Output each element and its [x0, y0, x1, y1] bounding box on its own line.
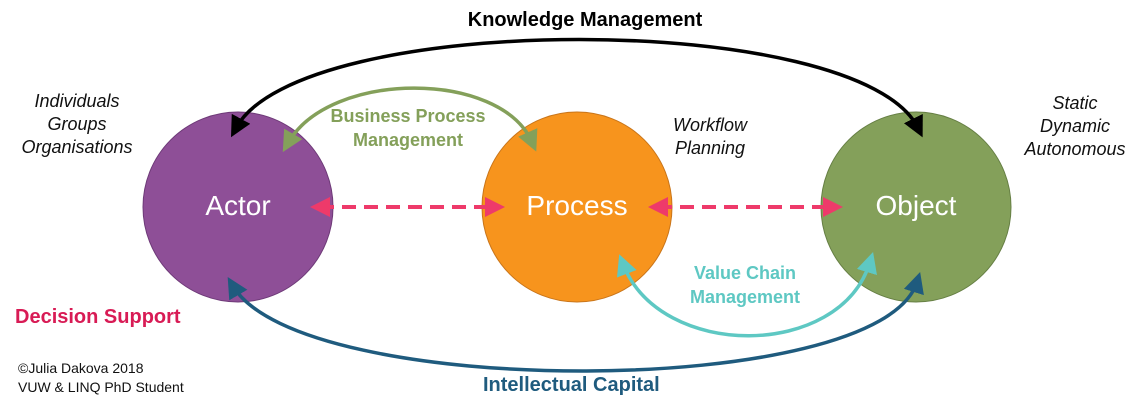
bpm-line: Management [352, 130, 464, 150]
object-label: Object [875, 190, 957, 221]
credit-line: ©Julia Dakova 2018 [18, 360, 144, 376]
object-note: Autonomous [1024, 139, 1126, 159]
process-note: Workflow [672, 115, 747, 135]
process-label: Process [526, 190, 628, 221]
credit: ©Julia Dakova 2018 VUW & LINQ PhD Studen… [18, 359, 184, 397]
intellectual-capital-arrow [227, 271, 924, 373]
vcm-line: Management [689, 287, 801, 307]
intellectual-capital-label: Intellectual Capital [483, 374, 660, 396]
title: Knowledge Management [467, 9, 703, 31]
knowledge-management-arrow [230, 37, 923, 138]
object-notes: Static Dynamic Autonomous [1015, 92, 1135, 161]
actor-label: Actor [205, 190, 271, 221]
bpm-arrow [282, 86, 538, 153]
bpm-line: Business Process [330, 106, 486, 126]
actor-note: Organisations [21, 137, 133, 157]
actor-note: Groups [47, 114, 107, 134]
vcm-label: Value Chain Management [670, 261, 820, 309]
process-note: Planning [674, 138, 746, 158]
process-notes: Workflow Planning [650, 114, 770, 160]
object-note: Static [1052, 93, 1098, 113]
credit-line: VUW & LINQ PhD Student [18, 379, 184, 395]
actor-note: Individuals [34, 91, 120, 111]
bpm-label: Business Process Management [318, 104, 498, 152]
vcm-line: Value Chain [693, 263, 797, 283]
object-note: Dynamic [1039, 116, 1110, 136]
decision-support-label: Decision Support [15, 306, 181, 328]
actor-notes: Individuals Groups Organisations [2, 90, 152, 159]
